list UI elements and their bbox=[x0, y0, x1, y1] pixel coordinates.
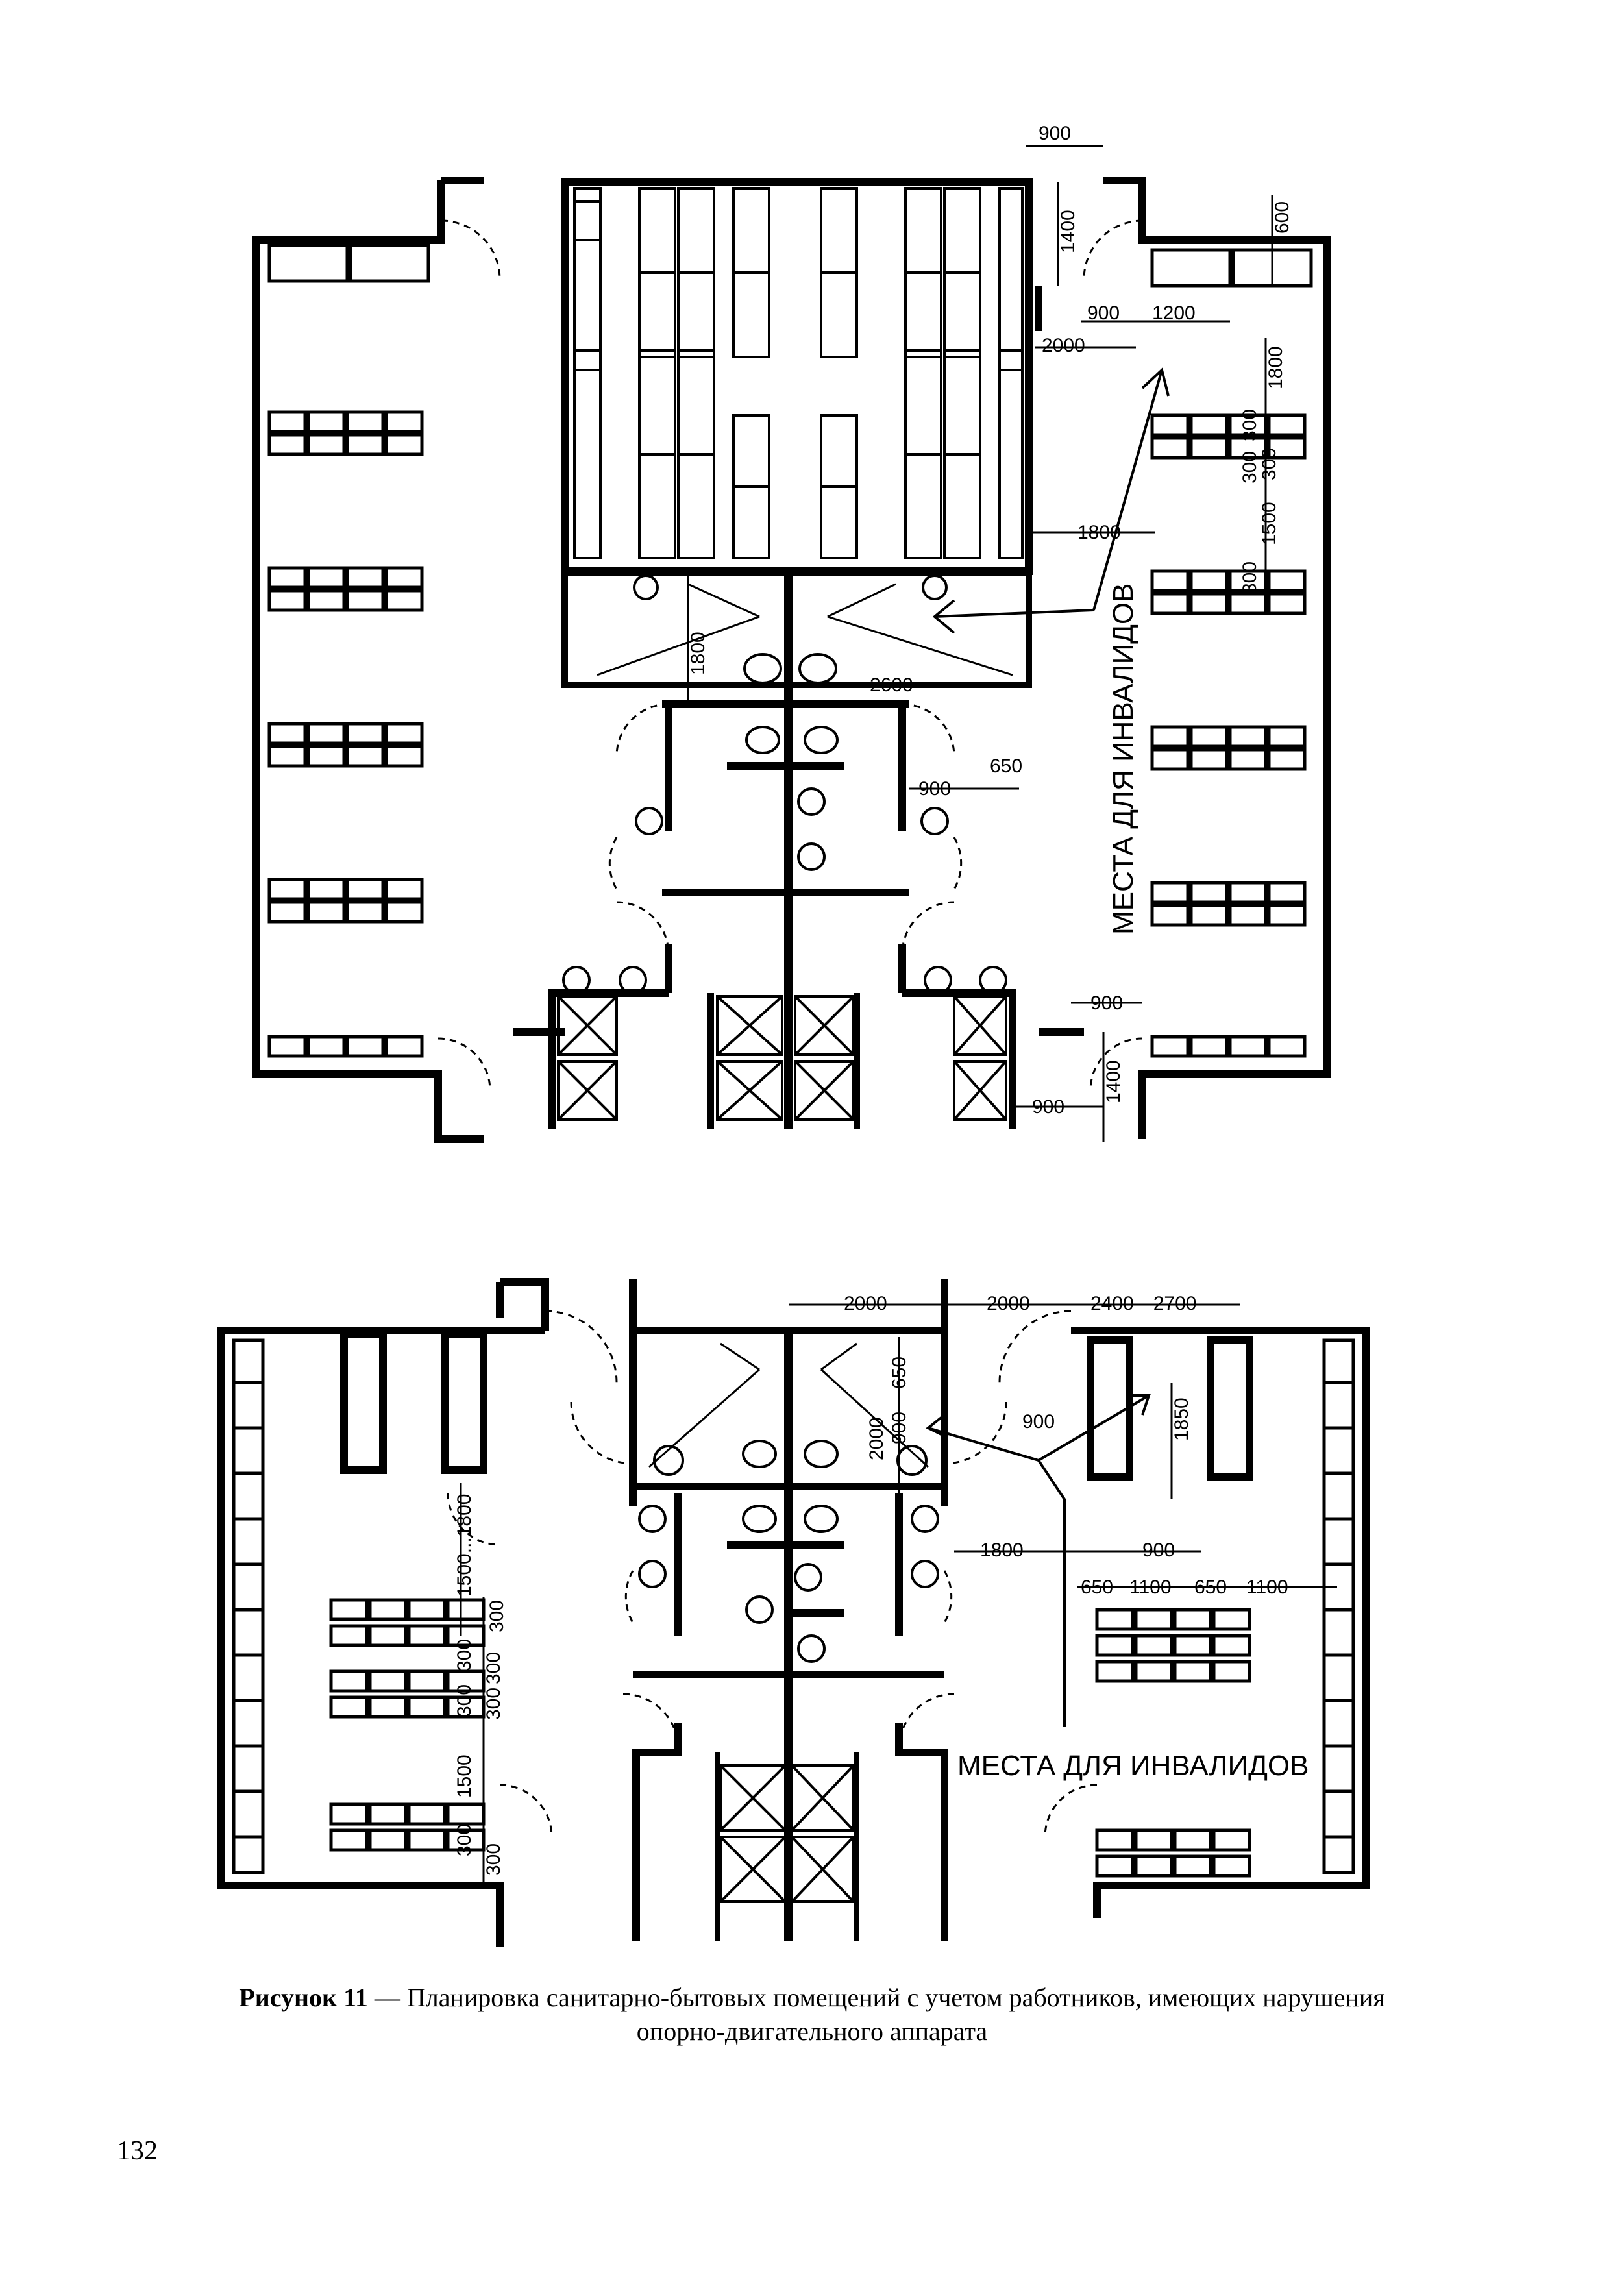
dim-900-mid: 900 bbox=[1142, 1540, 1175, 1561]
caption-line-2: опорно-двигательного аппарата bbox=[636, 2017, 988, 2046]
dim-2400-2700: 2400—2700 bbox=[1090, 1293, 1196, 1314]
dim-650: 650 bbox=[990, 756, 1022, 777]
dimension-labels-bottom: 2000 2000 2400—2700 650 900 2000 900 185… bbox=[454, 1293, 1288, 1876]
dim-300-d: 300 bbox=[1239, 561, 1261, 594]
disabled-route-arrows-top bbox=[932, 367, 1170, 634]
floor-plan-bottom: 2000 2000 2400—2700 650 900 2000 900 185… bbox=[217, 1278, 1370, 1947]
dim-1500-bottom: 1500 bbox=[454, 1754, 475, 1798]
right-room-lockers-bottom bbox=[1087, 1336, 1355, 1878]
dimension-lines-bottom bbox=[460, 1303, 1337, 1882]
page-number: 132 bbox=[117, 2136, 158, 2166]
left-hall-lockers bbox=[267, 243, 430, 1058]
dimension-labels-top: 900 1400 600 900 1200 2000 1800 300 300 … bbox=[687, 123, 1293, 1118]
dim-2000-a: 2000 bbox=[844, 1293, 887, 1314]
dim-2000-v: 2000 bbox=[866, 1417, 887, 1460]
dim-1500-1800: 1500...1800 bbox=[454, 1494, 475, 1597]
dim-1500: 1500 bbox=[1259, 502, 1280, 545]
dim-1100-b: 1100 bbox=[1246, 1577, 1288, 1598]
dim-2600: 2600 bbox=[870, 674, 913, 696]
dim-1800-h: 1800 bbox=[1077, 522, 1121, 543]
dim-900-v: 900 bbox=[889, 1412, 910, 1444]
figure-label: Рисунок 11 bbox=[239, 1983, 368, 2012]
dim-1400-bottom: 1400 bbox=[1103, 1060, 1124, 1103]
dim-1200: 1200 bbox=[1152, 302, 1196, 324]
disabled-places-label-bottom: МЕСТА ДЛЯ ИНВАЛИДОВ bbox=[957, 1750, 1309, 1782]
dim-1800: 1800 bbox=[980, 1540, 1024, 1561]
dimension-lines-top bbox=[687, 145, 1273, 1142]
disabled-route-arrows-bottom bbox=[926, 1394, 1151, 1727]
right-hall-lockers bbox=[1150, 248, 1313, 1058]
dim-300-c-bottom: 300 bbox=[483, 1652, 504, 1684]
dim-300-g-bottom: 300 bbox=[483, 1843, 504, 1876]
dim-650-b: 650 bbox=[1194, 1577, 1227, 1598]
floor-plan-top: 900 1400 600 900 1200 2000 1800 300 300 … bbox=[252, 123, 1331, 1143]
dim-300-a: 300 bbox=[1239, 409, 1261, 441]
dim-900-top: 900 bbox=[1039, 123, 1071, 144]
dim-1800-toilet: 1800 bbox=[687, 632, 709, 675]
dim-900-a: 900 bbox=[1087, 302, 1120, 324]
dim-650-v: 650 bbox=[889, 1357, 910, 1389]
dim-2000: 2000 bbox=[1042, 335, 1085, 356]
dim-1850: 1850 bbox=[1171, 1397, 1192, 1441]
dim-900-right: 900 bbox=[1022, 1411, 1055, 1432]
dim-300-f-bottom: 300 bbox=[454, 1824, 475, 1856]
dim-1800-v: 1800 bbox=[1265, 346, 1286, 389]
outer-walls-bottom bbox=[217, 1278, 1370, 1947]
dim-300-c: 300 bbox=[1239, 451, 1261, 484]
figure-caption: Рисунок 11 — Планировка санитарно-бытовы… bbox=[0, 1981, 1624, 2048]
dim-900-b: 900 bbox=[918, 778, 951, 800]
dim-650-a: 650 bbox=[1081, 1577, 1113, 1598]
dim-2000-b: 2000 bbox=[987, 1293, 1030, 1314]
dim-300-d-bottom: 300 bbox=[454, 1684, 475, 1717]
dim-1100-a: 1100 bbox=[1129, 1577, 1172, 1598]
dim-1400-top: 1400 bbox=[1057, 210, 1079, 253]
dim-300-b: 300 bbox=[1259, 448, 1280, 480]
dim-300-b-bottom: 300 bbox=[454, 1639, 475, 1671]
sanitary-core-top bbox=[437, 219, 1143, 1129]
left-room-lockers-bottom bbox=[232, 1330, 487, 1874]
dim-300-a-bottom: 300 bbox=[486, 1600, 508, 1632]
dim-600: 600 bbox=[1272, 201, 1293, 234]
sanitary-core-bottom bbox=[447, 1310, 1098, 1941]
caption-line-1: Рисунок 11 — Планировка санитарно-бытовы… bbox=[0, 1981, 1624, 2015]
disabled-places-label-top: МЕСТА ДЛЯ ИНВАЛИДОВ bbox=[1107, 584, 1139, 935]
dim-300-e-bottom: 300 bbox=[483, 1688, 504, 1720]
dim-900-c: 900 bbox=[1090, 992, 1123, 1014]
dim-900-d: 900 bbox=[1032, 1096, 1064, 1118]
caption-text-1: — Планировка санитарно-бытовых помещений… bbox=[367, 1983, 1385, 2012]
